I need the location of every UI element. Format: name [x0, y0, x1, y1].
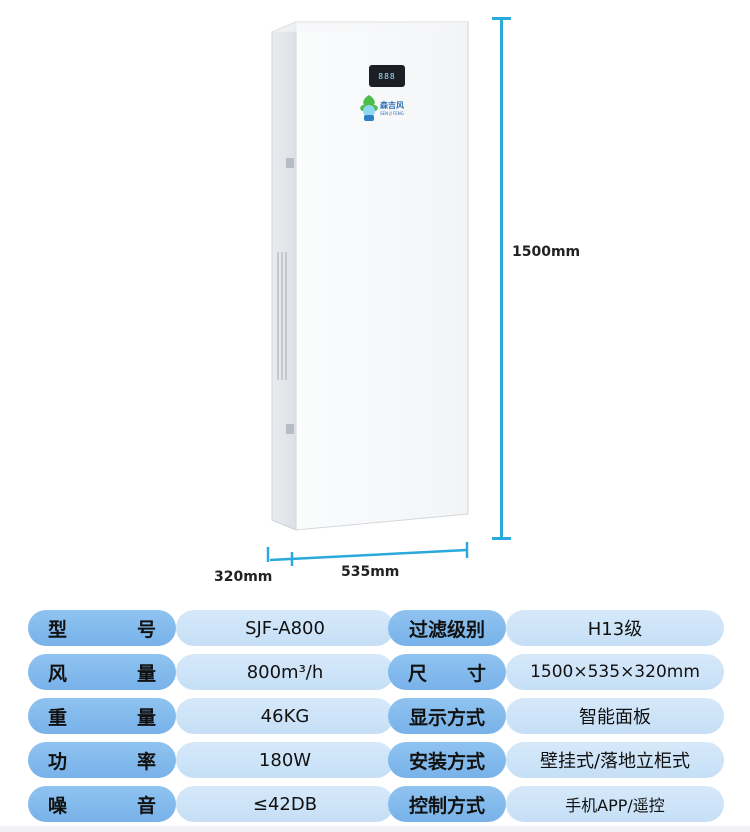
height-dimension-cap-bottom: [492, 537, 511, 540]
spec-row-installation: 安装方式 壁挂式/落地立柜式: [388, 742, 724, 778]
width-dimension-line: [266, 542, 469, 566]
height-dimension-cap-top: [492, 17, 511, 20]
width-dimension-label: 535mm: [341, 564, 400, 580]
spec-value: ≤42DB: [176, 786, 394, 822]
spec-value: 智能面板: [506, 698, 724, 734]
spec-value: 46KG: [176, 698, 394, 734]
display-digits: 888: [378, 71, 396, 81]
spec-label: 风量: [28, 654, 176, 690]
brand-name: 森吉风: [380, 101, 404, 110]
depth-dimension-label: 320mm: [214, 569, 273, 585]
spec-label: 安装方式: [388, 742, 506, 778]
spec-row-noise: 噪音 ≤42DB: [28, 786, 394, 822]
spec-row-weight: 重量 46KG: [28, 698, 394, 734]
spec-value: H13级: [506, 610, 724, 646]
spec-label: 重量: [28, 698, 176, 734]
spec-value: 手机APP/遥控: [506, 786, 724, 822]
spec-label: 显示方式: [388, 698, 506, 734]
cabinet-drawing: [271, 21, 469, 531]
spec-row-model: 型号 SJF-A800: [28, 610, 394, 646]
spec-label: 噪音: [28, 786, 176, 822]
control-display: 888: [369, 65, 405, 87]
spec-value: 180W: [176, 742, 394, 778]
spec-row-display: 显示方式 智能面板: [388, 698, 724, 734]
height-dimension-line: [500, 18, 503, 540]
spec-value: 800m³/h: [176, 654, 394, 690]
brand-logo: 森吉风 SEN JI FENG: [358, 94, 428, 124]
spec-row-size: 尺寸 1500×535×320mm: [388, 654, 724, 690]
bottom-band: [0, 826, 750, 832]
spec-row-filter-grade: 过滤级别 H13级: [388, 610, 724, 646]
height-dimension-label: 1500mm: [512, 244, 581, 260]
spec-value: 壁挂式/落地立柜式: [506, 742, 724, 778]
spec-label: 尺寸: [388, 654, 506, 690]
spec-label: 型号: [28, 610, 176, 646]
spec-value: SJF-A800: [176, 610, 394, 646]
spec-label: 过滤级别: [388, 610, 506, 646]
mascot-icon: [360, 95, 378, 121]
spec-value: 1500×535×320mm: [506, 654, 724, 690]
spec-row-control: 控制方式 手机APP/遥控: [388, 786, 724, 822]
spec-label: 控制方式: [388, 786, 506, 822]
brand-subname: SEN JI FENG: [380, 111, 404, 116]
spec-label: 功率: [28, 742, 176, 778]
spec-row-power: 功率 180W: [28, 742, 394, 778]
spec-row-airflow: 风量 800m³/h: [28, 654, 394, 690]
air-purifier-cabinet: 888 森吉风 SEN JI FENG: [270, 20, 470, 532]
